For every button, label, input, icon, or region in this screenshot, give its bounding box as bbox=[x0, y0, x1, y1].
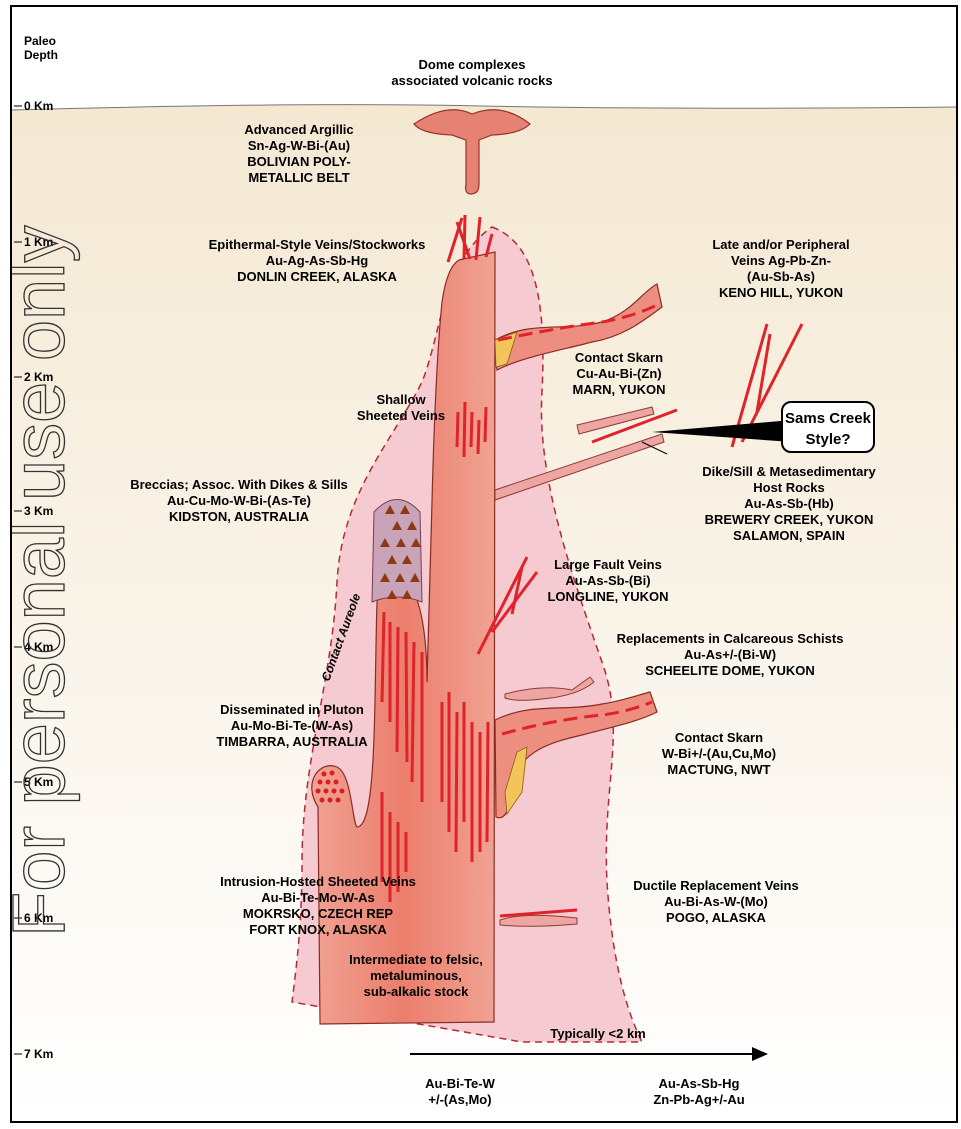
replace-label-1: Replacements in Calcareous Schists bbox=[617, 631, 844, 646]
argillic-label-3: BOLIVIAN POLY- bbox=[247, 154, 351, 169]
skarn2-label-2: W-Bi+/-(Au,Cu,Mo) bbox=[662, 746, 776, 761]
intrusion-label-4: FORT KNOX, ALASKA bbox=[249, 922, 387, 937]
argillic-label-4: METALLIC BELT bbox=[248, 170, 349, 185]
epithermal-label-1: Epithermal-Style Veins/Stockworks bbox=[209, 237, 426, 252]
intrusion-label-3: MOKRSKO, CZECH REP bbox=[243, 906, 394, 921]
intrusion-label-1: Intrusion-Hosted Sheeted Veins bbox=[220, 874, 416, 889]
fault-label-3: LONGLINE, YUKON bbox=[547, 589, 668, 604]
dike-label-3: Au-As-Sb-(Hb) bbox=[744, 496, 834, 511]
breccias-label-3: KIDSTON, AUSTRALIA bbox=[169, 509, 310, 524]
peripheral-label-3: (Au-Sb-As) bbox=[747, 269, 815, 284]
typically-label: Typically <2 km bbox=[550, 1026, 646, 1041]
dike-label-4: BREWERY CREEK, YUKON bbox=[705, 512, 874, 527]
peripheral-label-2: Veins Ag-Pb-Zn- bbox=[731, 253, 831, 268]
right-assoc-2: Zn-Pb-Ag+/-Au bbox=[653, 1092, 744, 1107]
skarn1-label-3: MARN, YUKON bbox=[573, 382, 666, 397]
skarn2-label-3: MACTUNG, NWT bbox=[667, 762, 770, 777]
axis-title-1: Paleo bbox=[24, 34, 56, 48]
dike-label-5: SALAMON, SPAIN bbox=[733, 528, 845, 543]
watermark: For personal use only bbox=[12, 225, 80, 937]
skarn2-label-1: Contact Skarn bbox=[675, 730, 763, 745]
shallow-label-1: Shallow bbox=[376, 392, 426, 407]
callout-line-1: Sams Creek bbox=[785, 410, 872, 427]
stock-label-2: metaluminous, bbox=[370, 968, 462, 983]
epithermal-label-2: Au-Ag-As-Sb-Hg bbox=[266, 253, 369, 268]
shallow-label-2: Sheeted Veins bbox=[357, 408, 445, 423]
axis-title-2: Depth bbox=[24, 48, 58, 62]
dissem-label-2: Au-Mo-Bi-Te-(W-As) bbox=[231, 718, 353, 733]
breccias-label-1: Breccias; Assoc. With Dikes & Sills bbox=[130, 477, 348, 492]
breccia-pipe bbox=[372, 500, 422, 603]
argillic-label-1: Advanced Argillic bbox=[244, 122, 353, 137]
callout-line-2: Style? bbox=[805, 431, 850, 448]
ductile-replacement-body bbox=[500, 915, 577, 926]
stock-label-1: Intermediate to felsic, bbox=[349, 952, 483, 967]
peripheral-label-1: Late and/or Peripheral bbox=[712, 237, 849, 252]
diagram-frame: Sams Creek Style? Paleo Depth 0 Km 1 Km … bbox=[10, 5, 958, 1123]
fault-label-2: Au-As-Sb-(Bi) bbox=[565, 573, 650, 588]
ductile-label-2: Au-Bi-As-W-(Mo) bbox=[664, 894, 768, 909]
skarn1-label-2: Cu-Au-Bi-(Zn) bbox=[576, 366, 661, 381]
tick-0km: 0 Km bbox=[24, 99, 53, 113]
skarn1-label-1: Contact Skarn bbox=[575, 350, 663, 365]
intrusion-label-2: Au-Bi-Te-Mo-W-As bbox=[261, 890, 375, 905]
dike-label-2: Host Rocks bbox=[753, 480, 825, 495]
replace-label-3: SCHEELITE DOME, YUKON bbox=[645, 663, 815, 678]
ductile-label-3: POGO, ALASKA bbox=[666, 910, 767, 925]
stock-label-3: sub-alkalic stock bbox=[364, 984, 470, 999]
breccias-label-2: Au-Cu-Mo-W-Bi-(As-Te) bbox=[167, 493, 311, 508]
dome-label-2: associated volcanic rocks bbox=[391, 73, 552, 88]
fault-label-1: Large Fault Veins bbox=[554, 557, 662, 572]
replace-label-2: Au-As+/-(Bi-W) bbox=[684, 647, 776, 662]
dome-label-1: Dome complexes bbox=[419, 57, 526, 72]
left-assoc-1: Au-Bi-Te-W bbox=[425, 1076, 496, 1091]
dike-label-1: Dike/Sill & Metasedimentary bbox=[702, 464, 876, 479]
right-assoc-1: Au-As-Sb-Hg bbox=[659, 1076, 740, 1091]
deposit-model-diagram: Sams Creek Style? Paleo Depth 0 Km 1 Km … bbox=[12, 7, 956, 1121]
dissem-label-3: TIMBARRA, AUSTRALIA bbox=[216, 734, 368, 749]
argillic-label-2: Sn-Ag-W-Bi-(Au) bbox=[248, 138, 350, 153]
tick-7km: 7 Km bbox=[24, 1047, 53, 1061]
left-assoc-2: +/-(As,Mo) bbox=[428, 1092, 491, 1107]
epithermal-label-3: DONLIN CREEK, ALASKA bbox=[237, 269, 397, 284]
dissem-label-1: Disseminated in Pluton bbox=[220, 702, 364, 717]
peripheral-label-4: KENO HILL, YUKON bbox=[719, 285, 843, 300]
ductile-label-1: Ductile Replacement Veins bbox=[633, 878, 798, 893]
